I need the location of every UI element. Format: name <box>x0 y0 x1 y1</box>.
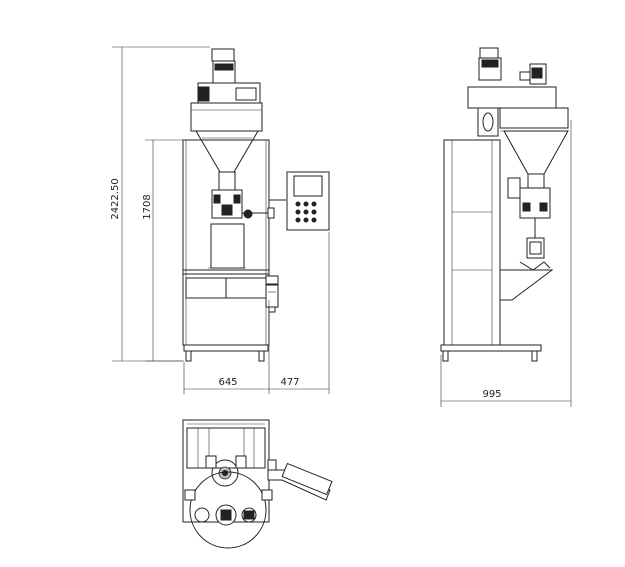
front-bag <box>210 223 245 269</box>
base-width-label: 645 <box>218 377 237 388</box>
frame-height-label: 1708 <box>142 194 153 219</box>
front-motor <box>197 48 261 104</box>
side-view: 995 <box>440 47 572 407</box>
dimension-overall-height: 2422.50 <box>110 46 210 362</box>
control-panel <box>269 171 330 231</box>
dimension-side-depth: 995 <box>440 120 572 407</box>
front-hopper-box <box>190 102 263 132</box>
panel-offset-label: 477 <box>280 377 299 388</box>
top-view <box>182 419 333 549</box>
dimension-bottom-front: 645 477 <box>183 232 330 394</box>
overall-height-label: 2422.50 <box>110 178 121 219</box>
dimension-frame-height: 1708 <box>142 139 183 362</box>
front-view: 2422.50 1708 645 477 <box>110 46 330 394</box>
side-depth-label: 995 <box>482 389 501 400</box>
front-funnel <box>195 130 259 173</box>
front-filter <box>265 275 279 313</box>
